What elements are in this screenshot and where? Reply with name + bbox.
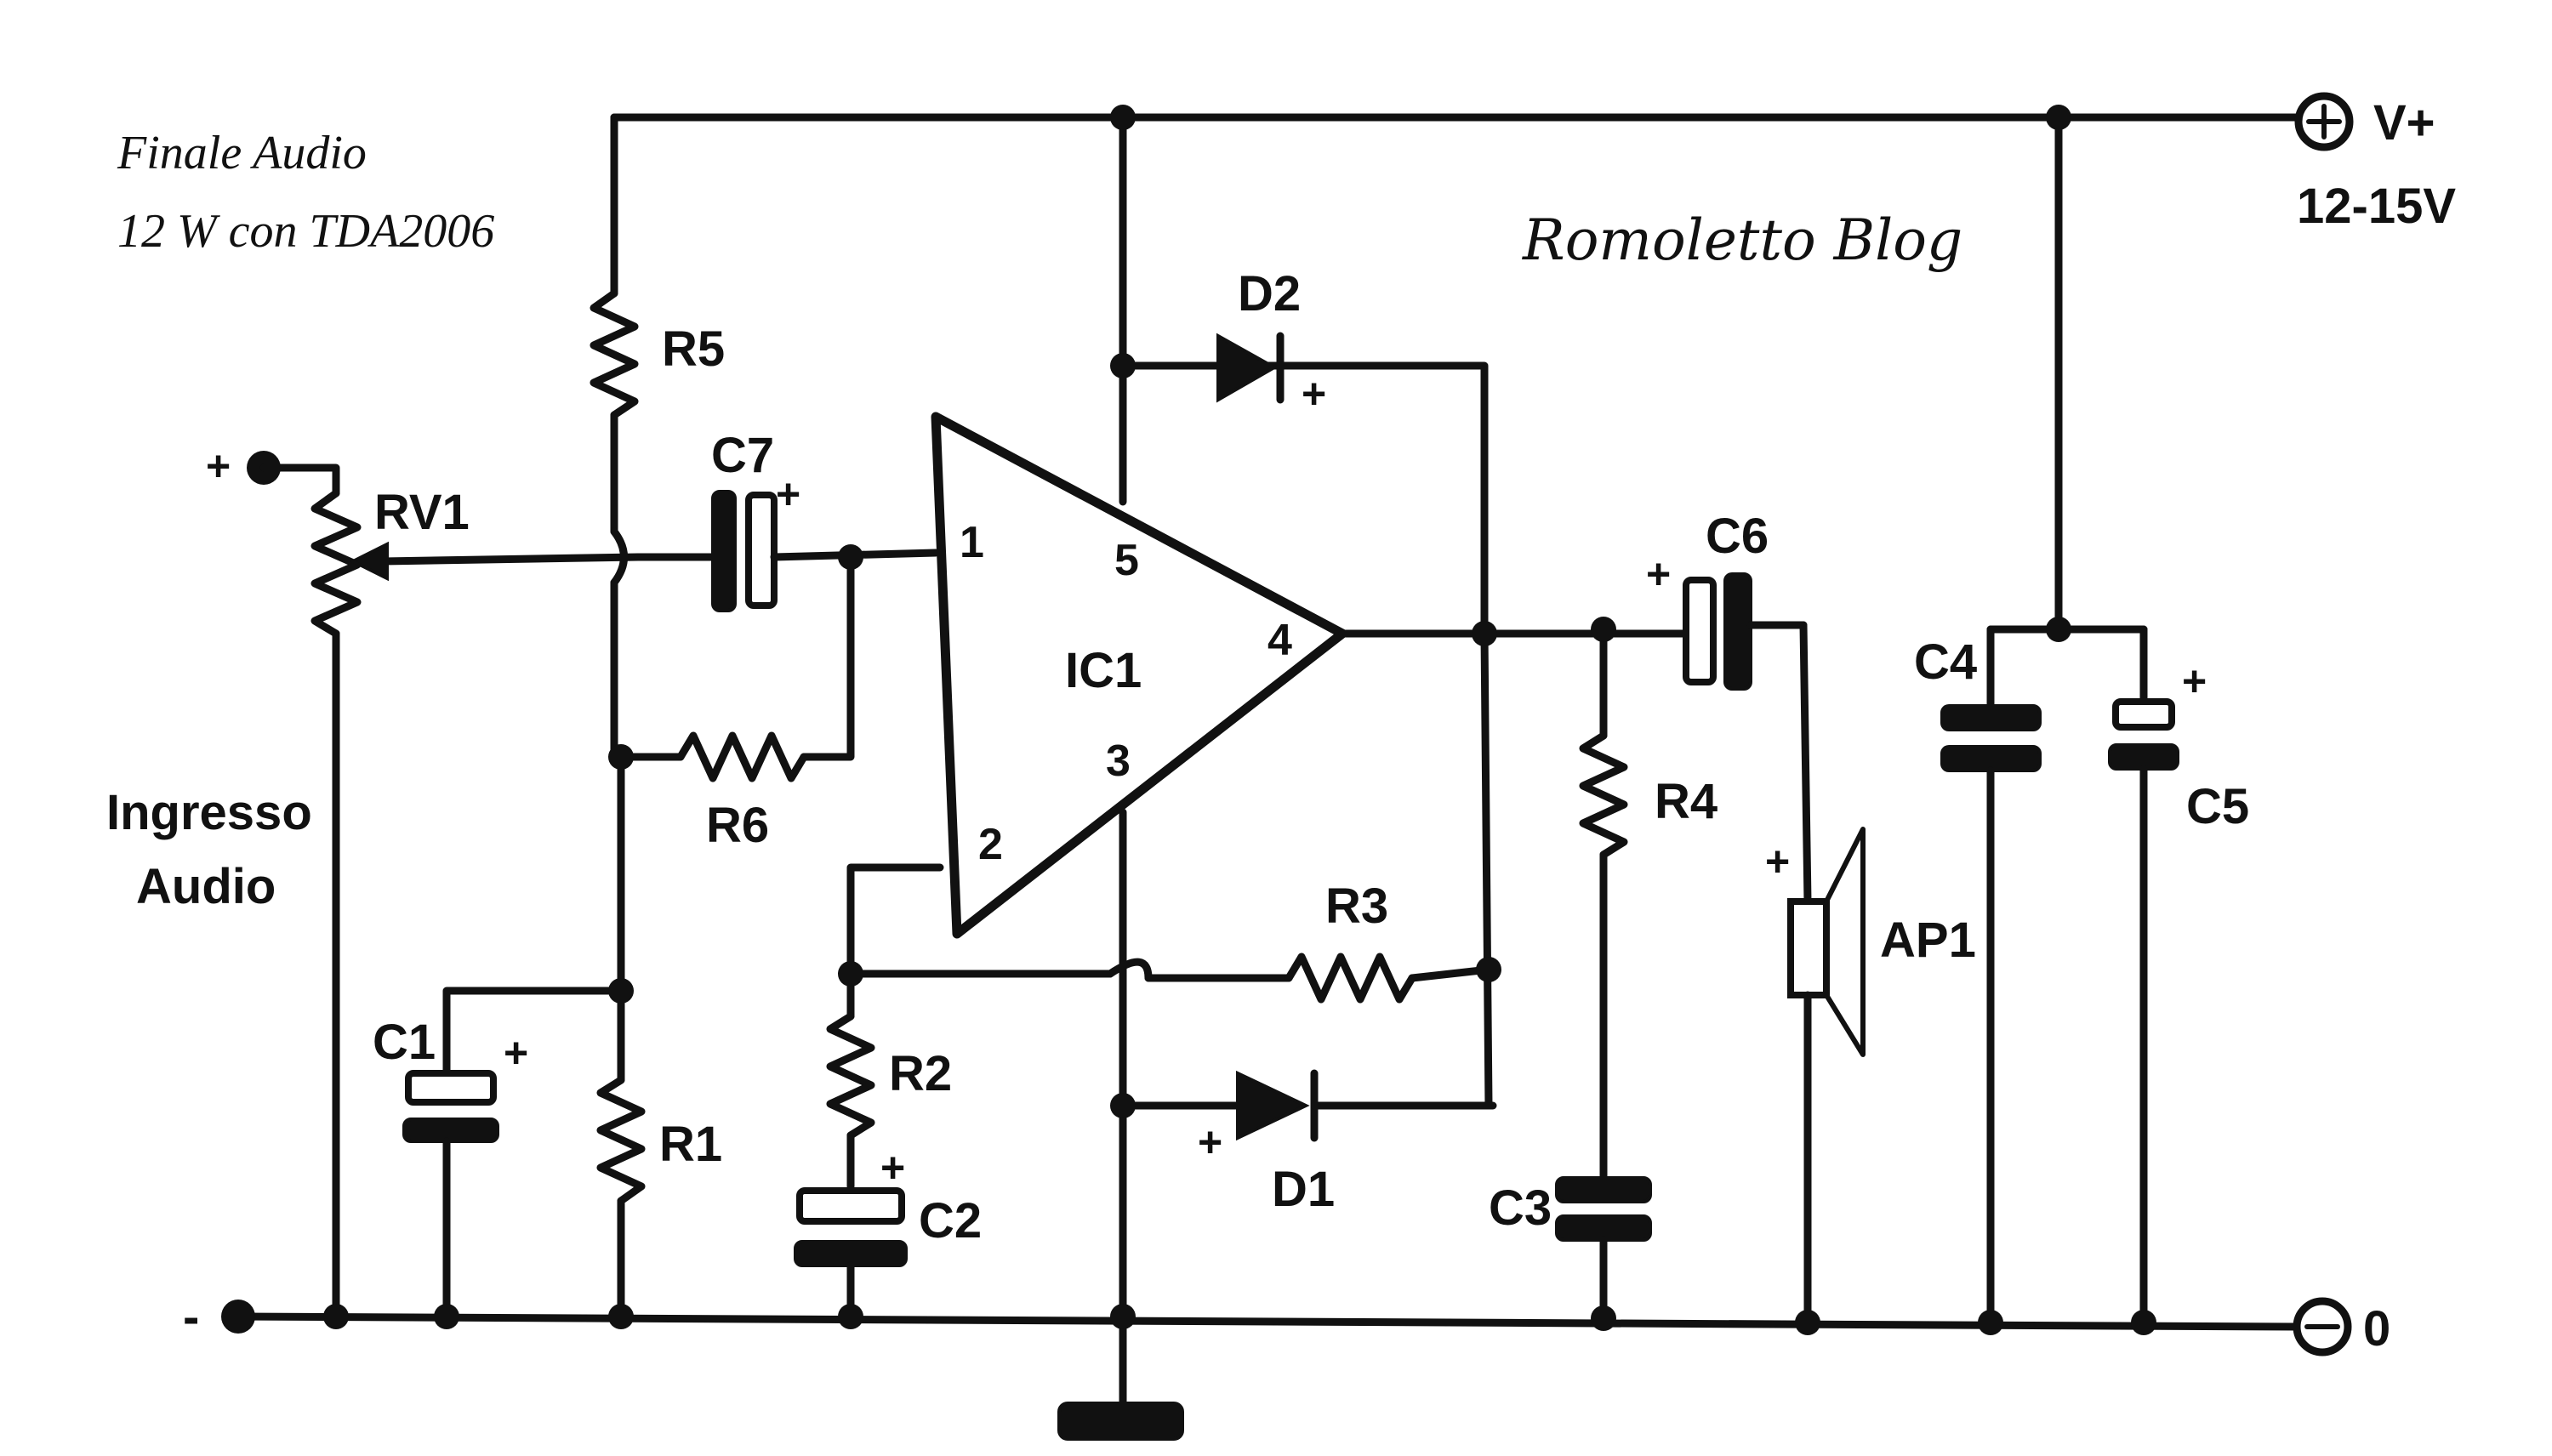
r6-label: R6 [706, 798, 769, 853]
ic1-pin-3: 3 [1106, 737, 1131, 786]
c3-label: C3 [1489, 1180, 1552, 1236]
ap1-speaker [1787, 621, 1866, 1327]
r5-resistor [590, 113, 639, 761]
watermark: Romoletto Blog [1522, 208, 1962, 273]
c6-label: C6 [1706, 509, 1769, 564]
ic1-amplifier [931, 412, 1347, 939]
ground-input-terminal [221, 1300, 255, 1334]
rv1-potentiometer [259, 464, 642, 1321]
input-label-line-1: Ingresso [106, 785, 312, 840]
c6-polarity: + [1646, 550, 1671, 598]
c4-capacitor [1940, 625, 2042, 1327]
input-minus-label: - [183, 1289, 199, 1345]
ic1-pin-1: 1 [960, 518, 984, 567]
title-line-2: 12 W con TDA2006 [117, 205, 494, 258]
r2-resistor [826, 970, 875, 1191]
supply-positive-label: V+ [2373, 95, 2435, 151]
supply-voltage-label: 12-15V [2297, 179, 2456, 234]
r4-resistor [1579, 625, 1628, 1182]
positive-terminal [2294, 92, 2354, 151]
c6-capacitor [1683, 572, 1808, 691]
r1-resistor [596, 753, 646, 1321]
d2-label: D2 [1238, 266, 1301, 321]
d1-polarity: + [1198, 1118, 1222, 1166]
c3-capacitor [1555, 1176, 1652, 1322]
ap1-polarity: + [1765, 838, 1790, 885]
c7-capacitor [634, 490, 940, 612]
d2-polarity: + [1302, 370, 1326, 418]
c5-polarity: + [2182, 657, 2207, 705]
junction-dots [323, 105, 2156, 1335]
r3-resistor [846, 953, 1493, 1004]
title-line-1: Finale Audio [117, 127, 367, 179]
c2-capacitor [794, 1187, 908, 1321]
c2-label: C2 [919, 1193, 982, 1248]
ap1-label: AP1 [1880, 913, 1976, 968]
positive-rail [610, 113, 2301, 638]
rv1-label: RV1 [374, 485, 470, 540]
r1-label: R1 [659, 1117, 722, 1172]
input-label-line-2: Audio [136, 859, 276, 914]
c7-label: C7 [711, 428, 774, 483]
input-plus-label: + [206, 442, 231, 490]
c5-label: C5 [2186, 779, 2249, 834]
ground-terminal [2293, 1297, 2352, 1356]
ic1-label: IC1 [1065, 643, 1142, 698]
r2-label: R2 [889, 1046, 952, 1101]
supply-ground-label: 0 [2363, 1301, 2390, 1356]
c1-capacitor [402, 987, 625, 1321]
ic1-pin-4: 4 [1267, 616, 1292, 665]
c7-polarity: + [776, 470, 800, 518]
c5-capacitor [2108, 625, 2179, 1327]
pin2-wiring [846, 863, 944, 978]
r4-label: R4 [1655, 774, 1717, 829]
d1-diode [1119, 1069, 1497, 1142]
c1-polarity: + [504, 1029, 528, 1077]
r3-label: R3 [1325, 879, 1388, 934]
ic1-pin-5: 5 [1114, 536, 1139, 585]
d2-diode [1216, 332, 1285, 404]
d1-label: D1 [1272, 1162, 1335, 1217]
feedback-bus [1480, 629, 1493, 1110]
ground-rail [234, 1312, 2301, 1441]
ic1-pin-2: 2 [978, 820, 1003, 869]
r5-label: R5 [662, 321, 725, 377]
c4-label: C4 [1914, 634, 1977, 690]
c1-label: C1 [373, 1015, 436, 1070]
c2-polarity: + [880, 1144, 905, 1192]
